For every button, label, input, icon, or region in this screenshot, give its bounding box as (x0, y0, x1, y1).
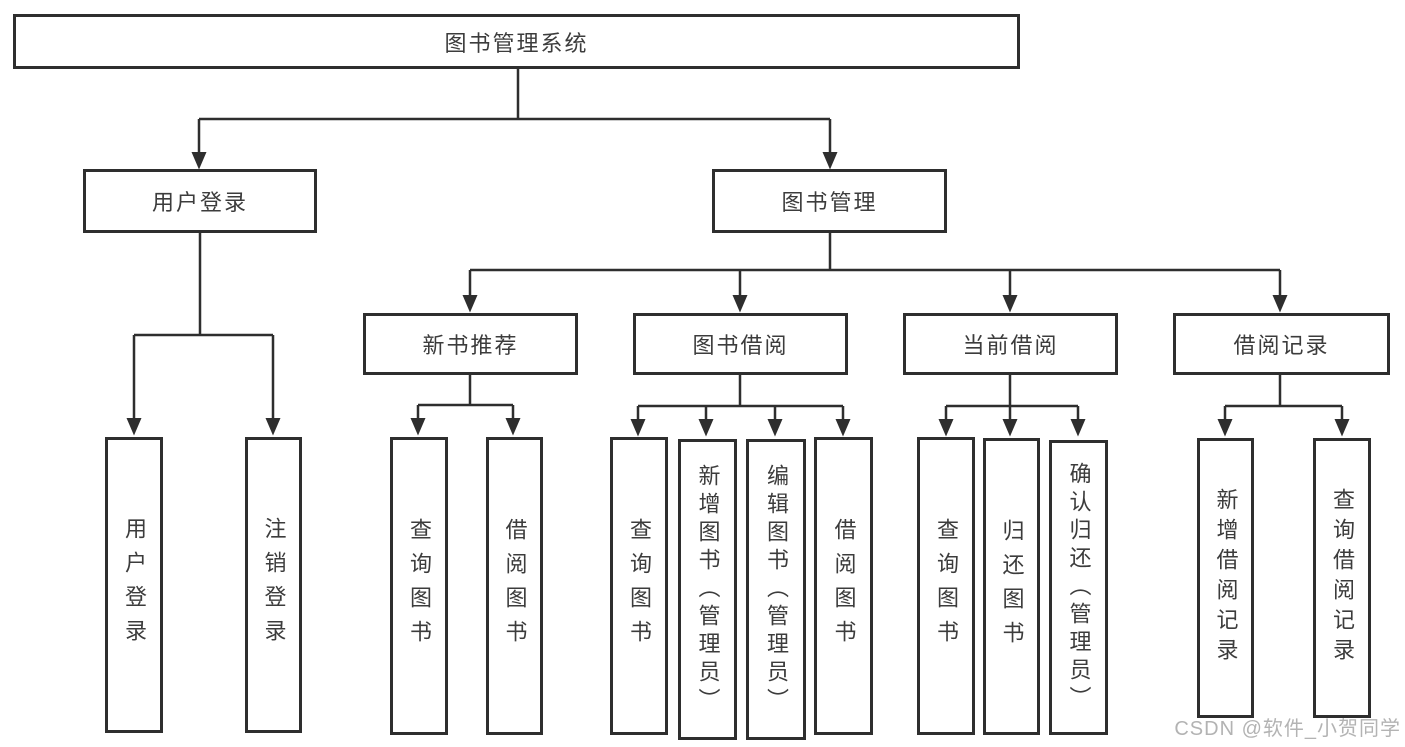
watermark-text: CSDN @软件_小贺同学 (1174, 718, 1401, 740)
node-current-borrow-label: 当前借阅 (962, 333, 1059, 358)
node-user-login-label: 用户登录 (151, 190, 248, 215)
leaf-query-borrow-record-label: 查询借阅记录 (1330, 488, 1355, 668)
leaf-add-book: 新增图书（管理员） (678, 439, 737, 740)
node-current-borrow: 当前借阅 (903, 313, 1118, 375)
leaf-return-book: 归还图书 (983, 438, 1040, 735)
node-book-management: 图书管理 (712, 169, 947, 233)
node-new-book-recommend-label: 新书推荐 (422, 333, 519, 358)
leaf-borrow-book-recommend-label: 借阅图书 (502, 518, 528, 654)
leaf-query-book-borrow-label: 查询图书 (627, 518, 652, 654)
edge-book-borrow-to-leaves (630, 375, 851, 437)
node-new-book-recommend: 新书推荐 (363, 313, 578, 375)
leaf-user-login-label: 用户登录 (122, 517, 147, 653)
leaf-query-borrow-record: 查询借阅记录 (1313, 438, 1371, 718)
leaf-user-login: 用户登录 (105, 437, 163, 733)
node-user-login: 用户登录 (83, 169, 317, 233)
leaf-query-book-current: 查询图书 (917, 437, 975, 735)
leaf-query-book-recommend-label: 查询图书 (407, 518, 432, 654)
leaf-add-book-label: 新增图书（管理员） (695, 463, 721, 716)
node-book-borrow-label: 图书借阅 (692, 333, 789, 358)
edge-root-to-level1 (191, 69, 838, 170)
leaf-edit-book-label: 编辑图书（管理员） (764, 463, 789, 716)
node-book-management-label: 图书管理 (781, 190, 878, 215)
edge-new-book-recommend-to-leaves (410, 375, 521, 436)
leaf-borrow-book: 借阅图书 (814, 437, 873, 735)
leaf-confirm-return-label: 确认归还（管理员） (1066, 461, 1092, 714)
leaf-confirm-return: 确认归还（管理员） (1049, 440, 1108, 735)
leaf-logout-label: 注销登录 (261, 517, 287, 653)
leaf-add-borrow-record-label: 新增借阅记录 (1213, 488, 1239, 668)
edge-current-borrow-to-leaves (938, 375, 1086, 437)
node-root: 图书管理系统 (13, 14, 1020, 69)
node-borrow-records-label: 借阅记录 (1233, 333, 1330, 358)
leaf-borrow-book-recommend: 借阅图书 (486, 437, 543, 735)
node-root-label: 图书管理系统 (444, 30, 589, 56)
leaf-borrow-book-label: 借阅图书 (831, 518, 857, 654)
leaf-query-book-borrow: 查询图书 (610, 437, 668, 735)
leaf-query-book-current-label: 查询图书 (934, 518, 959, 654)
edge-user-login-to-leaves (126, 233, 281, 436)
leaf-return-book-label: 归还图书 (999, 518, 1025, 655)
edge-book-management-to-level2 (462, 233, 1288, 313)
leaf-edit-book: 编辑图书（管理员） (746, 439, 806, 740)
leaf-add-borrow-record: 新增借阅记录 (1197, 438, 1254, 718)
node-book-borrow: 图书借阅 (633, 313, 848, 375)
node-borrow-records: 借阅记录 (1173, 313, 1390, 375)
leaf-logout: 注销登录 (245, 437, 302, 733)
leaf-query-book-recommend: 查询图书 (390, 437, 448, 735)
edge-borrow-records-to-leaves (1217, 375, 1350, 437)
